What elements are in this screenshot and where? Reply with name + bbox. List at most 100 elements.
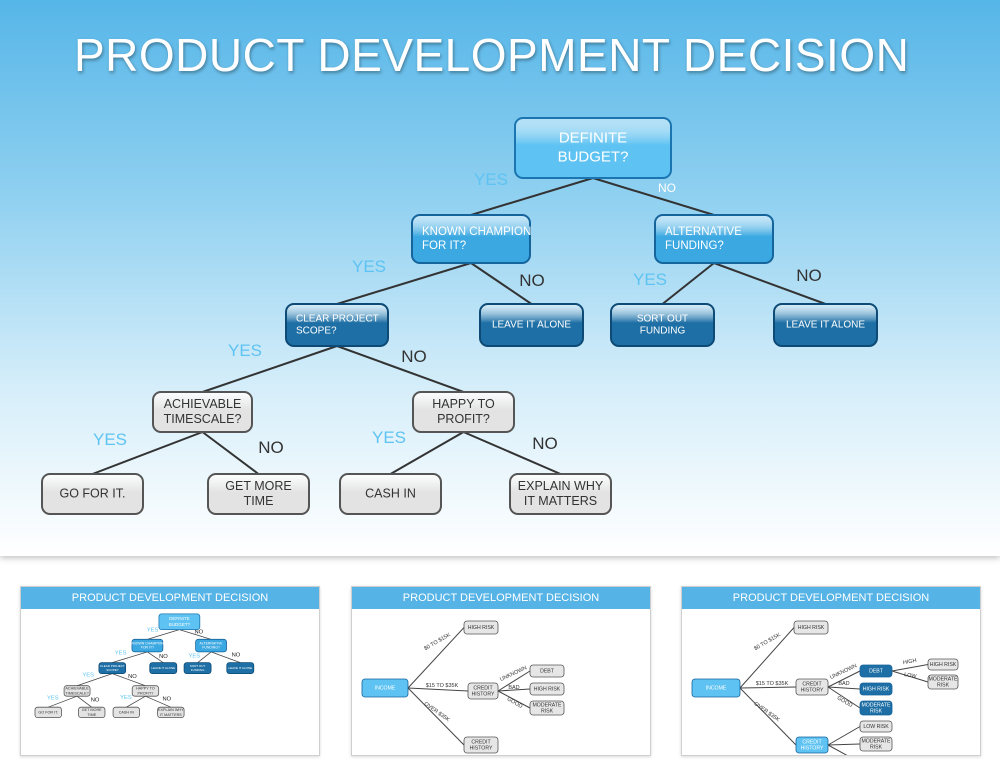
edge-clear-project-scope-to-happy-to-profit bbox=[336, 345, 464, 393]
thumb1-edge-label: NO bbox=[159, 654, 168, 660]
node-label: GET MORE bbox=[225, 479, 291, 493]
edge-happy-to-profit-to-explain-why bbox=[463, 431, 561, 475]
thumb-node-label: RISK bbox=[541, 708, 554, 714]
thumb1-node-label: GO FOR IT. bbox=[38, 710, 58, 714]
thumb-node-label: LOW RISK bbox=[863, 724, 889, 730]
thumb1-edge-label: YES bbox=[82, 672, 94, 678]
thumb-edge bbox=[497, 670, 531, 692]
thumb-node-label: CREDIT bbox=[471, 739, 491, 745]
thumb-edge bbox=[827, 743, 861, 746]
node-leave-it-alone-1[interactable]: LEAVE IT ALONE bbox=[479, 303, 584, 347]
thumb-node-label: HIGH RISK bbox=[534, 686, 561, 692]
thumb1-node-label: HAPPY TO bbox=[136, 687, 155, 691]
node-label: DEFINITE bbox=[559, 129, 627, 146]
node-box bbox=[41, 473, 144, 515]
thumb-node-label: MODERATE bbox=[861, 702, 891, 708]
thumbnail-slide-1[interactable]: PRODUCT DEVELOPMENT DECISION YES NO YES NO Y… bbox=[20, 586, 320, 756]
edge-label-yes: YES bbox=[93, 430, 127, 449]
thumb1-edge-label: NO bbox=[162, 697, 171, 703]
node-definite-budget[interactable]: DEFINITE BUDGET? bbox=[514, 117, 672, 179]
thumb1-edge-label: YES bbox=[47, 696, 59, 702]
thumb-edge bbox=[739, 686, 797, 689]
thumb-edge bbox=[891, 670, 929, 683]
node-leave-it-alone-2[interactable]: LEAVE IT ALONE bbox=[773, 303, 878, 347]
thumbnail-slide-3[interactable]: PRODUCT DEVELOPMENT DECISION $0 TO $15K$… bbox=[681, 586, 981, 756]
thumb1-node-label: LEAVE IT ALONE bbox=[151, 666, 175, 670]
thumb1-edge bbox=[76, 673, 113, 687]
thumb-edge-label: UNKNOWN bbox=[829, 663, 858, 681]
thumb-node-label: RISK bbox=[870, 744, 883, 750]
edge-label-no: NO bbox=[658, 181, 676, 195]
thumb-edge-label: $0 TO $15K bbox=[423, 632, 452, 652]
thumb-edge-label: BAD bbox=[838, 681, 849, 687]
thumbnail-title: PRODUCT DEVELOPMENT DECISION bbox=[21, 587, 319, 609]
thumb1-node-label: ACHIEVABLE bbox=[65, 687, 89, 691]
node-label: GO FOR IT. bbox=[60, 486, 126, 500]
thumb1-edge-label: YES bbox=[189, 654, 201, 660]
node-box bbox=[152, 391, 253, 433]
node-label: FUNDING bbox=[640, 326, 686, 337]
node-box bbox=[479, 303, 584, 347]
thumb-node-label: HISTORY bbox=[470, 745, 493, 751]
thumb1-edge bbox=[145, 695, 172, 708]
node-label: PROFIT? bbox=[437, 412, 490, 426]
node-label: SCOPE? bbox=[296, 326, 337, 337]
thumb1-node-label: LEAVE IT ALONE bbox=[228, 666, 252, 670]
thumb1-node-label: FUNDING bbox=[191, 668, 205, 672]
node-box bbox=[285, 303, 389, 347]
node-cash-in[interactable]: CASH IN bbox=[339, 473, 442, 515]
node-box bbox=[610, 303, 715, 347]
thumb-edge bbox=[827, 726, 861, 746]
thumb-node-t3-low-risk: LOW RISK bbox=[859, 720, 893, 733]
thumb-node-label: MODERATE bbox=[928, 676, 958, 682]
thumb-edge bbox=[891, 664, 929, 672]
node-go-for-it[interactable]: GO FOR IT. bbox=[41, 473, 144, 515]
thumb-edge bbox=[407, 687, 469, 692]
thumb1-edge bbox=[210, 651, 241, 664]
node-label: ACHIEVABLE bbox=[164, 397, 242, 411]
thumb1-node-label: KNOWN CHAMPION bbox=[131, 641, 164, 645]
thumb1-edge-label: NO bbox=[232, 653, 241, 659]
node-label: BUDGET? bbox=[558, 148, 629, 165]
edge-achievable-timescale-to-get-more-time bbox=[201, 431, 260, 475]
thumb-edge-label: BAD bbox=[508, 685, 519, 691]
node-box bbox=[411, 214, 531, 264]
thumbnail-slide-2[interactable]: PRODUCT DEVELOPMENT DECISION $0 TO $15K$… bbox=[351, 586, 651, 756]
thumb-node-label: INCOME bbox=[375, 685, 396, 691]
thumb-edge-label: HIGH bbox=[903, 658, 918, 666]
thumb1-edge-label: NO bbox=[128, 674, 137, 680]
thumb1-node-label: ALTERNATIVE bbox=[200, 641, 224, 645]
edge-label-yes: YES bbox=[228, 341, 262, 360]
node-label: CASH IN bbox=[365, 486, 416, 500]
edge-label-no: NO bbox=[796, 266, 822, 285]
thumb-node-label: HIGH RISK bbox=[863, 686, 890, 692]
thumb1-edge-label: YES bbox=[120, 695, 132, 701]
thumb-node-label: DEBT bbox=[869, 668, 884, 674]
node-label: LEAVE IT ALONE bbox=[786, 320, 865, 331]
node-box bbox=[773, 303, 878, 347]
thumb-edge bbox=[407, 627, 465, 689]
thumb1-edge bbox=[126, 695, 146, 708]
thumb1-edge bbox=[179, 629, 212, 640]
node-label: CLEAR PROJECT bbox=[296, 314, 379, 325]
thumb-edge-label: UNKNOWN bbox=[499, 665, 528, 683]
